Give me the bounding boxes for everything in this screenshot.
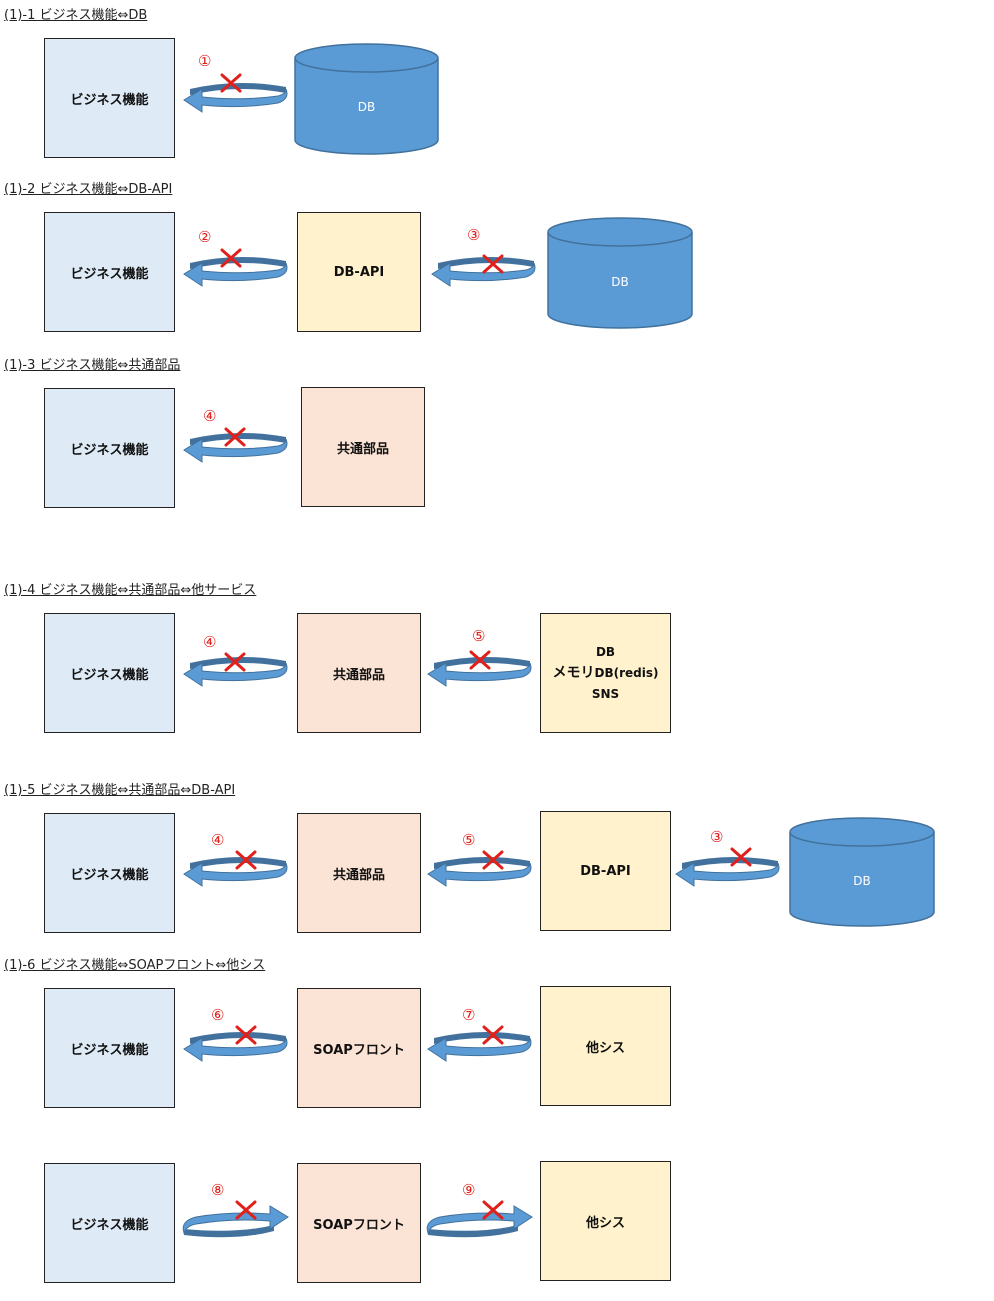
- database-label: DB: [853, 874, 870, 888]
- cross-mark-icon: [224, 652, 246, 672]
- cross-mark-icon: [482, 1200, 504, 1220]
- service-db-label: DB: [595, 644, 616, 659]
- soap-front-box: SOAPフロント: [297, 988, 421, 1108]
- db-api-box: DB-API: [540, 811, 671, 931]
- cross-mark-icon: [235, 850, 257, 870]
- soap-front-box: SOAPフロント: [297, 1163, 421, 1283]
- section-title-1-5: (1)-5 ビジネス機能⇔共通部品⇔DB-API: [4, 783, 236, 798]
- cross-mark-icon: [482, 850, 504, 870]
- redis-label: DB(redis): [594, 665, 659, 680]
- return-arrow-icon: [675, 856, 780, 887]
- marker-number: ①: [198, 52, 212, 70]
- cross-mark-icon: [220, 73, 242, 93]
- section-title-1-6: (1)-6 ビジネス機能⇔SOAPフロント⇔他シス: [4, 958, 266, 973]
- marker-number: ③: [467, 226, 481, 244]
- service-memory-db-label: メモリDB(redis): [553, 663, 659, 684]
- business-function-box: ビジネス機能: [44, 38, 175, 158]
- marker-number: ⑤: [462, 831, 476, 849]
- return-arrow-icon: [431, 256, 536, 287]
- other-system-box: 他シス: [540, 986, 671, 1106]
- section-title-1-4: (1)-4 ビジネス機能⇔共通部品⇔他サービス: [4, 583, 257, 598]
- return-arrow-icon: [427, 1031, 532, 1062]
- return-arrow-icon: [183, 856, 288, 887]
- common-parts-box: 共通部品: [297, 813, 421, 933]
- business-function-box: ビジネス機能: [44, 1163, 175, 1283]
- db-api-box: DB-API: [297, 212, 421, 332]
- business-function-box: ビジネス機能: [44, 388, 175, 508]
- marker-number: ④: [211, 831, 225, 849]
- section-title-1-3: (1)-3 ビジネス機能⇔共通部品: [4, 358, 181, 373]
- marker-number: ⑤: [472, 627, 486, 645]
- other-system-box: 他シス: [540, 1161, 671, 1281]
- forward-arrow-icon: [426, 1205, 533, 1238]
- return-arrow-icon: [183, 1031, 288, 1062]
- cross-mark-icon: [469, 650, 491, 670]
- cross-mark-icon: [730, 847, 752, 867]
- return-arrow-icon: [427, 856, 532, 887]
- section-title-1-1: (1)-1 ビジネス機能⇔DB: [4, 8, 148, 23]
- cross-mark-icon: [482, 254, 504, 274]
- service-sns-label: SNS: [591, 686, 620, 701]
- marker-number: ⑧: [211, 1181, 225, 1199]
- cross-mark-icon: [220, 248, 242, 268]
- marker-number: ②: [198, 228, 212, 246]
- other-services-box: DB メモリDB(redis) SNS: [540, 613, 671, 733]
- business-function-box: ビジネス機能: [44, 613, 175, 733]
- marker-number: ③: [710, 828, 724, 846]
- section-title-1-2: (1)-2 ビジネス機能⇔DB-API: [4, 182, 173, 197]
- business-function-box: ビジネス機能: [44, 212, 175, 332]
- marker-number: ⑨: [462, 1181, 476, 1199]
- cross-mark-icon: [235, 1025, 257, 1045]
- marker-number: ④: [203, 633, 217, 651]
- database-label: DB: [358, 100, 375, 114]
- database-cylinder-icon: DB: [547, 217, 693, 329]
- common-parts-box: 共通部品: [297, 613, 421, 733]
- business-function-box: ビジネス機能: [44, 813, 175, 933]
- marker-number: ⑦: [462, 1006, 476, 1024]
- cross-mark-icon: [235, 1200, 257, 1220]
- business-function-box: ビジネス機能: [44, 988, 175, 1108]
- common-parts-box: 共通部品: [301, 387, 425, 507]
- database-label: DB: [611, 275, 628, 289]
- forward-arrow-icon: [182, 1205, 289, 1238]
- cross-mark-icon: [224, 427, 246, 447]
- marker-number: ⑥: [211, 1006, 225, 1024]
- database-cylinder-icon: DB: [294, 43, 439, 155]
- marker-number: ④: [203, 407, 217, 425]
- cross-mark-icon: [482, 1025, 504, 1045]
- database-cylinder-icon: DB: [789, 817, 935, 927]
- memory-label: メモリ: [552, 664, 595, 681]
